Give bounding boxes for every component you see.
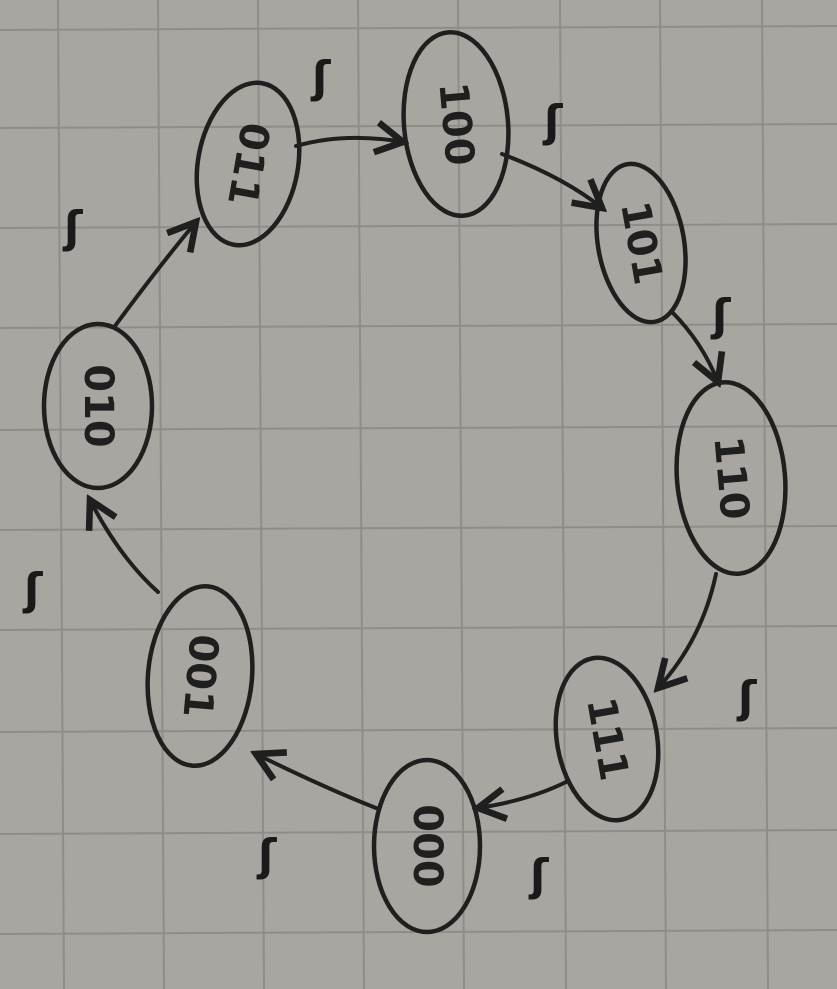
- grid-line-horizontal: [0, 525, 837, 531]
- grid-line-vertical: [257, 0, 265, 989]
- grid-line-vertical: [559, 0, 567, 989]
- state-node-000: 000: [371, 757, 483, 935]
- grid-line-vertical: [57, 0, 65, 989]
- state-ellipse: [594, 161, 688, 325]
- transition-arrow-s011-to-s100: [294, 138, 403, 146]
- grid-line-horizontal: [0, 425, 837, 431]
- clock-symbol: ʃ: [736, 672, 757, 723]
- clock-symbol: ʃ: [22, 564, 43, 615]
- clock-symbols: ʃ ʃ ʃ ʃ ʃ ʃ ʃ ʃ: [22, 52, 757, 901]
- grid-line-vertical: [157, 0, 165, 989]
- grid-line-vertical: [761, 0, 769, 989]
- transition-arrow-s100-to-s101: [500, 152, 602, 208]
- transition-arrow-s110-to-s111: [658, 572, 718, 688]
- transition-arrow-s000-to-s001: [256, 754, 378, 810]
- clock-symbol: ʃ: [528, 850, 549, 901]
- state-ellipse: [401, 29, 511, 219]
- state-label: 010: [75, 364, 121, 448]
- state-ellipse: [41, 321, 155, 491]
- grid-line-horizontal: [0, 123, 837, 129]
- state-label: 110: [704, 434, 757, 521]
- transition-arrow-s101-to-s110: [670, 310, 718, 382]
- state-ellipse: [553, 655, 661, 823]
- state-ellipse: [674, 379, 788, 577]
- transition-arrow-s010-to-s011: [113, 222, 196, 328]
- state-label: 000: [404, 804, 450, 888]
- clock-symbol: ʃ: [256, 830, 277, 881]
- grid-line-horizontal: [0, 25, 837, 31]
- state-ellipse: [194, 80, 302, 248]
- state-label: 001: [173, 632, 226, 719]
- state-node-100: 100: [401, 29, 511, 219]
- transition-arrow-s001-to-s010: [90, 500, 160, 594]
- state-label: 100: [429, 80, 482, 167]
- grid-line-vertical: [659, 0, 667, 989]
- state-node-001: 001: [145, 583, 255, 769]
- clock-symbol: ʃ: [62, 202, 83, 253]
- clock-symbol: ʃ: [710, 290, 731, 341]
- state-node-010: 010: [41, 321, 155, 491]
- grid-line-horizontal: [0, 323, 837, 329]
- clock-symbol: ʃ: [310, 52, 331, 103]
- transition-arrow-s111-to-s000: [478, 780, 568, 808]
- grid-line-vertical: [357, 0, 365, 989]
- grid-line-horizontal: [0, 223, 837, 229]
- grid-line-vertical: [457, 0, 465, 989]
- grid-line-horizontal: [0, 727, 837, 733]
- grid-line-horizontal: [0, 829, 837, 835]
- state-node-110: 110: [674, 379, 788, 577]
- state-ellipse: [145, 583, 255, 769]
- transition-arrows: [90, 138, 718, 808]
- clock-symbol: ʃ: [542, 96, 563, 147]
- state-ellipse: [371, 757, 483, 935]
